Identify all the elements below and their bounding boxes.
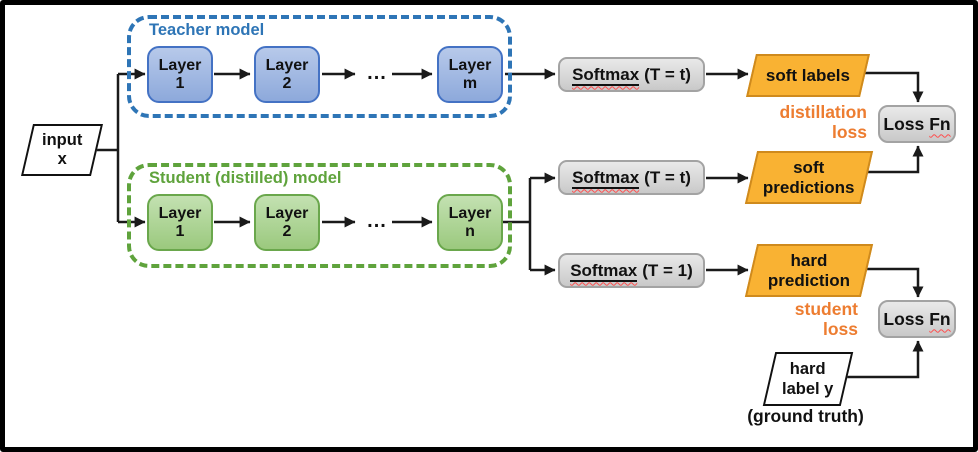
- softmax-word: Softmax: [572, 167, 640, 189]
- student-softmax-t-box: Softmax(T = t): [558, 160, 705, 195]
- input-label-line2: x: [57, 150, 67, 168]
- teacher-ellipsis: ...: [367, 62, 387, 84]
- arrow-hardpred-to-lossfn: [860, 267, 924, 298]
- teacher-model-title: Teacher model: [149, 21, 265, 39]
- teacher-layer-1: Layer 1: [147, 46, 213, 103]
- hard-prediction-parallelogram: hard prediction: [744, 244, 874, 297]
- student-model-title: Student (distilled) model: [149, 169, 342, 187]
- hard-label-parallelogram: hard label y: [762, 352, 854, 406]
- arrow-softpred-to-lossfn: [864, 145, 924, 174]
- student-layer-n: Layer n: [437, 194, 503, 251]
- student-ellipsis: ...: [367, 210, 387, 232]
- teacher-layer-m: Layer m: [437, 46, 503, 103]
- arrow-hardlabel-to-lossfn: [846, 340, 924, 379]
- student-loss-label: student loss: [794, 299, 858, 339]
- arrow-softlabels-to-lossfn: [858, 71, 924, 103]
- input-parallelogram: input x: [20, 124, 104, 176]
- input-label-line1: input: [41, 131, 83, 149]
- teacher-softmax-box: Softmax(T = t): [558, 57, 705, 92]
- student-layer-2: Layer 2: [254, 194, 320, 251]
- softmax-word: Softmax: [572, 64, 640, 86]
- student-layer-1: Layer 1: [147, 194, 213, 251]
- connector-input-branch: [96, 74, 120, 222]
- soft-predictions-parallelogram: soft predictions: [744, 151, 874, 204]
- student-softmax-1-box: Softmax(T = 1): [558, 253, 705, 288]
- connector-student-branch: [501, 178, 532, 270]
- ground-truth-caption: (ground truth): [747, 406, 864, 426]
- teacher-layer-2: Layer 2: [254, 46, 320, 103]
- soft-labels-parallelogram: soft labels: [746, 54, 870, 97]
- softmax-word: Softmax: [570, 260, 638, 282]
- distillation-loss-label: distillation loss: [779, 102, 868, 142]
- teacher-model-group: [127, 15, 512, 118]
- student-model-group: [127, 163, 512, 268]
